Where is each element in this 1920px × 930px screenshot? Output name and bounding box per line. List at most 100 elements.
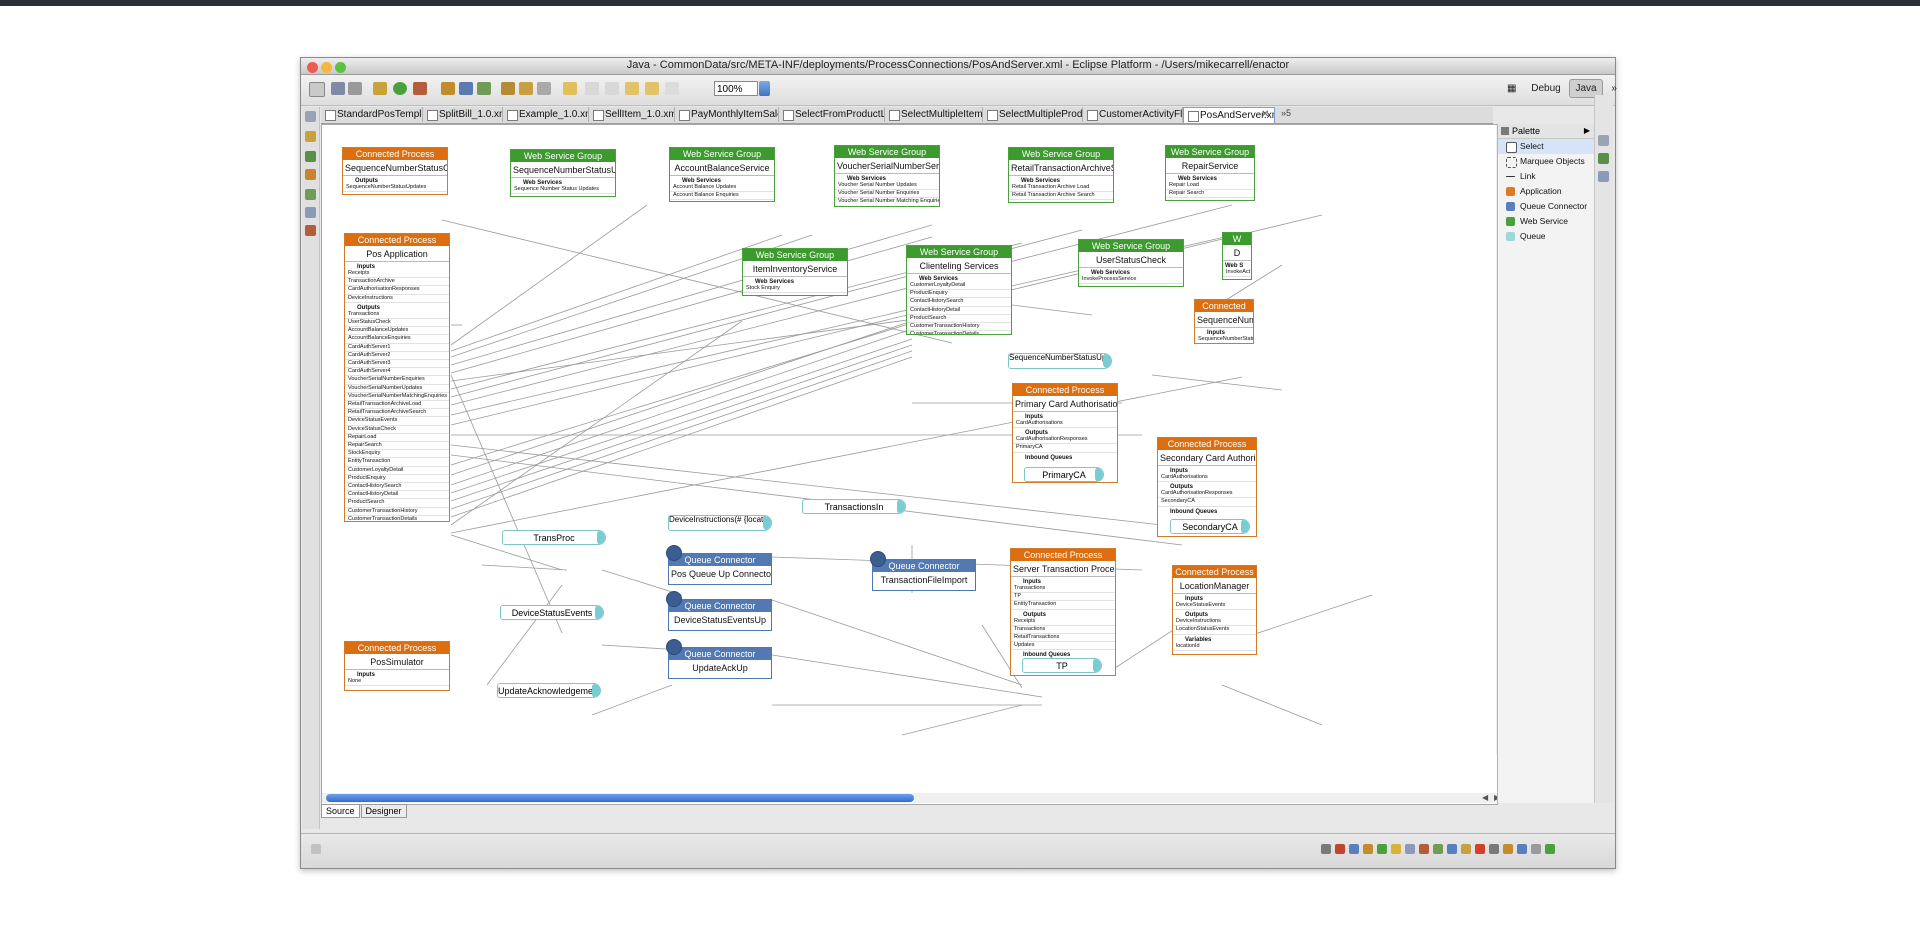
restore-icon[interactable] bbox=[305, 111, 316, 122]
ws-group-repair[interactable]: Web Service Group RepairService Web Serv… bbox=[1165, 145, 1255, 201]
palette-item-select[interactable]: Select bbox=[1498, 139, 1594, 154]
ws-group-retail-archive[interactable]: Web Service Group RetailTransactionArchi… bbox=[1008, 147, 1114, 203]
horizontal-scroll-thumb[interactable] bbox=[326, 794, 914, 802]
open-type-icon[interactable] bbox=[501, 82, 515, 95]
process-server-transaction[interactable]: Connected Process Server Transaction Pro… bbox=[1010, 548, 1116, 676]
close-tab-icon[interactable]: ✕ bbox=[1261, 109, 1269, 120]
process-pos-simulator[interactable]: Connected Process PosSimulator Inputs No… bbox=[344, 641, 450, 691]
queue-secondary-ca[interactable]: SecondaryCA bbox=[1170, 519, 1250, 534]
last-edit-icon[interactable] bbox=[665, 82, 679, 95]
scroll-left-icon[interactable]: ◀ bbox=[1482, 793, 1488, 802]
tab-source[interactable]: Source bbox=[321, 804, 360, 818]
properties-icon[interactable] bbox=[1598, 171, 1609, 182]
previous-annotation-icon[interactable] bbox=[605, 82, 619, 95]
new-class-icon[interactable] bbox=[459, 82, 473, 95]
diagram-canvas[interactable]: Connected Process SequenceNumberStatusCl… bbox=[321, 124, 1498, 805]
bookmarks-icon[interactable] bbox=[1447, 844, 1457, 854]
tasks-view-icon[interactable] bbox=[1391, 844, 1401, 854]
palette-item-web-service[interactable]: Web Service bbox=[1498, 214, 1594, 229]
restore-icon[interactable] bbox=[1598, 135, 1609, 146]
ws-group-seq-updates[interactable]: Web Service Group SequenceNumberStatusUp… bbox=[510, 149, 616, 197]
problems-icon[interactable] bbox=[1335, 844, 1345, 854]
process-location-manager[interactable]: Connected Process LocationManager Inputs… bbox=[1172, 565, 1257, 655]
next-annotation-icon[interactable] bbox=[585, 82, 599, 95]
queue-tp[interactable]: TP bbox=[1022, 658, 1102, 673]
tab-split-bill[interactable]: SplitBill_1.0.xml bbox=[423, 107, 503, 122]
queue-connector-pos-up[interactable]: Queue Connector Pos Queue Up Connector bbox=[668, 553, 772, 585]
servers-icon[interactable] bbox=[1433, 844, 1443, 854]
forward-arrow-icon[interactable] bbox=[645, 82, 659, 95]
queue-primary-ca[interactable]: PrimaryCA bbox=[1024, 467, 1104, 482]
tab-overflow-indicator[interactable]: »5 bbox=[1281, 108, 1291, 118]
process-seq-partial[interactable]: Connected SequenceNumbe Inputs SequenceN… bbox=[1194, 299, 1254, 344]
history-icon[interactable] bbox=[1419, 844, 1429, 854]
error-log-icon[interactable] bbox=[1475, 844, 1485, 854]
perspective-debug[interactable]: Debug bbox=[1525, 79, 1566, 98]
tab-select-multiple-items[interactable]: SelectMultipleItems_ bbox=[885, 107, 983, 122]
tab-select-multiple-product[interactable]: SelectMultipleProduc bbox=[983, 107, 1083, 122]
breakpoints-icon[interactable] bbox=[1461, 844, 1471, 854]
palette-item-link[interactable]: Link bbox=[1498, 169, 1594, 184]
tab-designer[interactable]: Designer bbox=[361, 804, 407, 818]
process-seq-client[interactable]: Connected Process SequenceNumberStatusCl… bbox=[342, 147, 448, 195]
collapse-palette-icon[interactable]: ▶ bbox=[1584, 124, 1590, 138]
chevron-down-icon[interactable] bbox=[759, 81, 770, 96]
annotation-icon[interactable] bbox=[537, 82, 551, 95]
debug-gear-icon[interactable] bbox=[373, 82, 387, 95]
junit-view-icon[interactable] bbox=[1545, 844, 1555, 854]
fast-view-icon[interactable] bbox=[311, 844, 321, 854]
hierarchy-icon[interactable] bbox=[305, 151, 316, 162]
expressions-icon[interactable] bbox=[1503, 844, 1513, 854]
tab-select-from-product[interactable]: SelectFromProductLis bbox=[779, 107, 885, 122]
ws-group-user-status[interactable]: Web Service Group UserStatusCheck Web Se… bbox=[1078, 239, 1184, 287]
ws-group-item-inventory[interactable]: Web Service Group ItemInventoryService W… bbox=[742, 248, 848, 296]
ws-group-partial[interactable]: W D Web S InvokeAct bbox=[1222, 232, 1252, 280]
run-icon[interactable] bbox=[393, 82, 407, 95]
variables-icon[interactable] bbox=[1489, 844, 1499, 854]
search-view-icon[interactable] bbox=[1377, 844, 1387, 854]
console-icon[interactable] bbox=[1321, 844, 1331, 854]
tab-customer-activity-flow[interactable]: CustomerActivityFlow bbox=[1083, 107, 1183, 122]
external-tools-icon[interactable] bbox=[413, 82, 427, 95]
queue-connector-device-status[interactable]: Queue Connector DeviceStatusEventsUp bbox=[668, 599, 772, 631]
ws-group-account-balance[interactable]: Web Service Group AccountBalanceService … bbox=[669, 147, 775, 202]
search-icon[interactable] bbox=[519, 82, 533, 95]
process-pos-application[interactable]: Connected Process Pos Application Inputs… bbox=[344, 233, 450, 522]
palette-header[interactable]: Palette ▶ bbox=[1498, 124, 1594, 139]
palette-item-application[interactable]: Application bbox=[1498, 184, 1594, 199]
queue-device-status-events[interactable]: DeviceStatusEvents bbox=[500, 605, 604, 620]
queue-transactions-in[interactable]: TransactionsIn bbox=[802, 499, 906, 514]
navigator-icon[interactable] bbox=[305, 169, 316, 180]
hierarchy-view-icon[interactable] bbox=[1531, 844, 1541, 854]
outline-icon[interactable] bbox=[1598, 153, 1609, 164]
print-icon[interactable] bbox=[348, 82, 362, 95]
new-icon[interactable] bbox=[309, 82, 325, 97]
tab-standard-pos-template[interactable]: StandardPosTemplate. bbox=[321, 107, 423, 122]
palette-item-queue-connector[interactable]: Queue Connector bbox=[1498, 199, 1594, 214]
tab-pay-monthly[interactable]: PayMonthlyItemSale_1 bbox=[675, 107, 779, 122]
back-arrow-icon[interactable] bbox=[625, 82, 639, 95]
queue-device-instructions[interactable]: DeviceInstructions(# {locationId}) bbox=[668, 515, 772, 531]
package-explorer-icon[interactable] bbox=[305, 131, 316, 142]
save-icon[interactable] bbox=[331, 82, 345, 95]
queue-update-ack[interactable]: UpdateAcknowledgements bbox=[497, 683, 601, 698]
declaration-icon[interactable] bbox=[1363, 844, 1373, 854]
new-package-icon[interactable] bbox=[477, 82, 491, 95]
progress-icon[interactable] bbox=[1405, 844, 1415, 854]
tab-sell-item[interactable]: SellItem_1.0.xml bbox=[589, 107, 675, 122]
open-perspective-icon[interactable]: ▦ bbox=[1501, 79, 1522, 98]
ws-group-voucher-serial[interactable]: Web Service Group VoucherSerialNumberSer… bbox=[834, 145, 940, 207]
javadoc-icon[interactable] bbox=[1349, 844, 1359, 854]
tab-example[interactable]: Example_1.0.xml bbox=[503, 107, 589, 122]
queue-connector-update-ack[interactable]: Queue Connector UpdateAckUp bbox=[668, 647, 772, 679]
palette-item-marquee[interactable]: Marquee Objects bbox=[1498, 154, 1594, 169]
pin-icon[interactable] bbox=[563, 82, 577, 95]
tasks-icon[interactable] bbox=[305, 207, 316, 218]
horizontal-scrollbar[interactable]: ◀ ▶ bbox=[322, 793, 1498, 803]
ws-group-clienteling[interactable]: Web Service Group Clienteling Services W… bbox=[906, 245, 1012, 335]
palette-item-queue[interactable]: Queue bbox=[1498, 229, 1594, 244]
new-project-icon[interactable] bbox=[441, 82, 455, 95]
queue-connector-transaction-file[interactable]: Queue Connector TransactionFileImport bbox=[872, 559, 976, 591]
outline-icon[interactable] bbox=[305, 189, 316, 200]
queue-seq-status-updates[interactable]: SequenceNumberStatusUpdat es bbox=[1008, 353, 1112, 369]
